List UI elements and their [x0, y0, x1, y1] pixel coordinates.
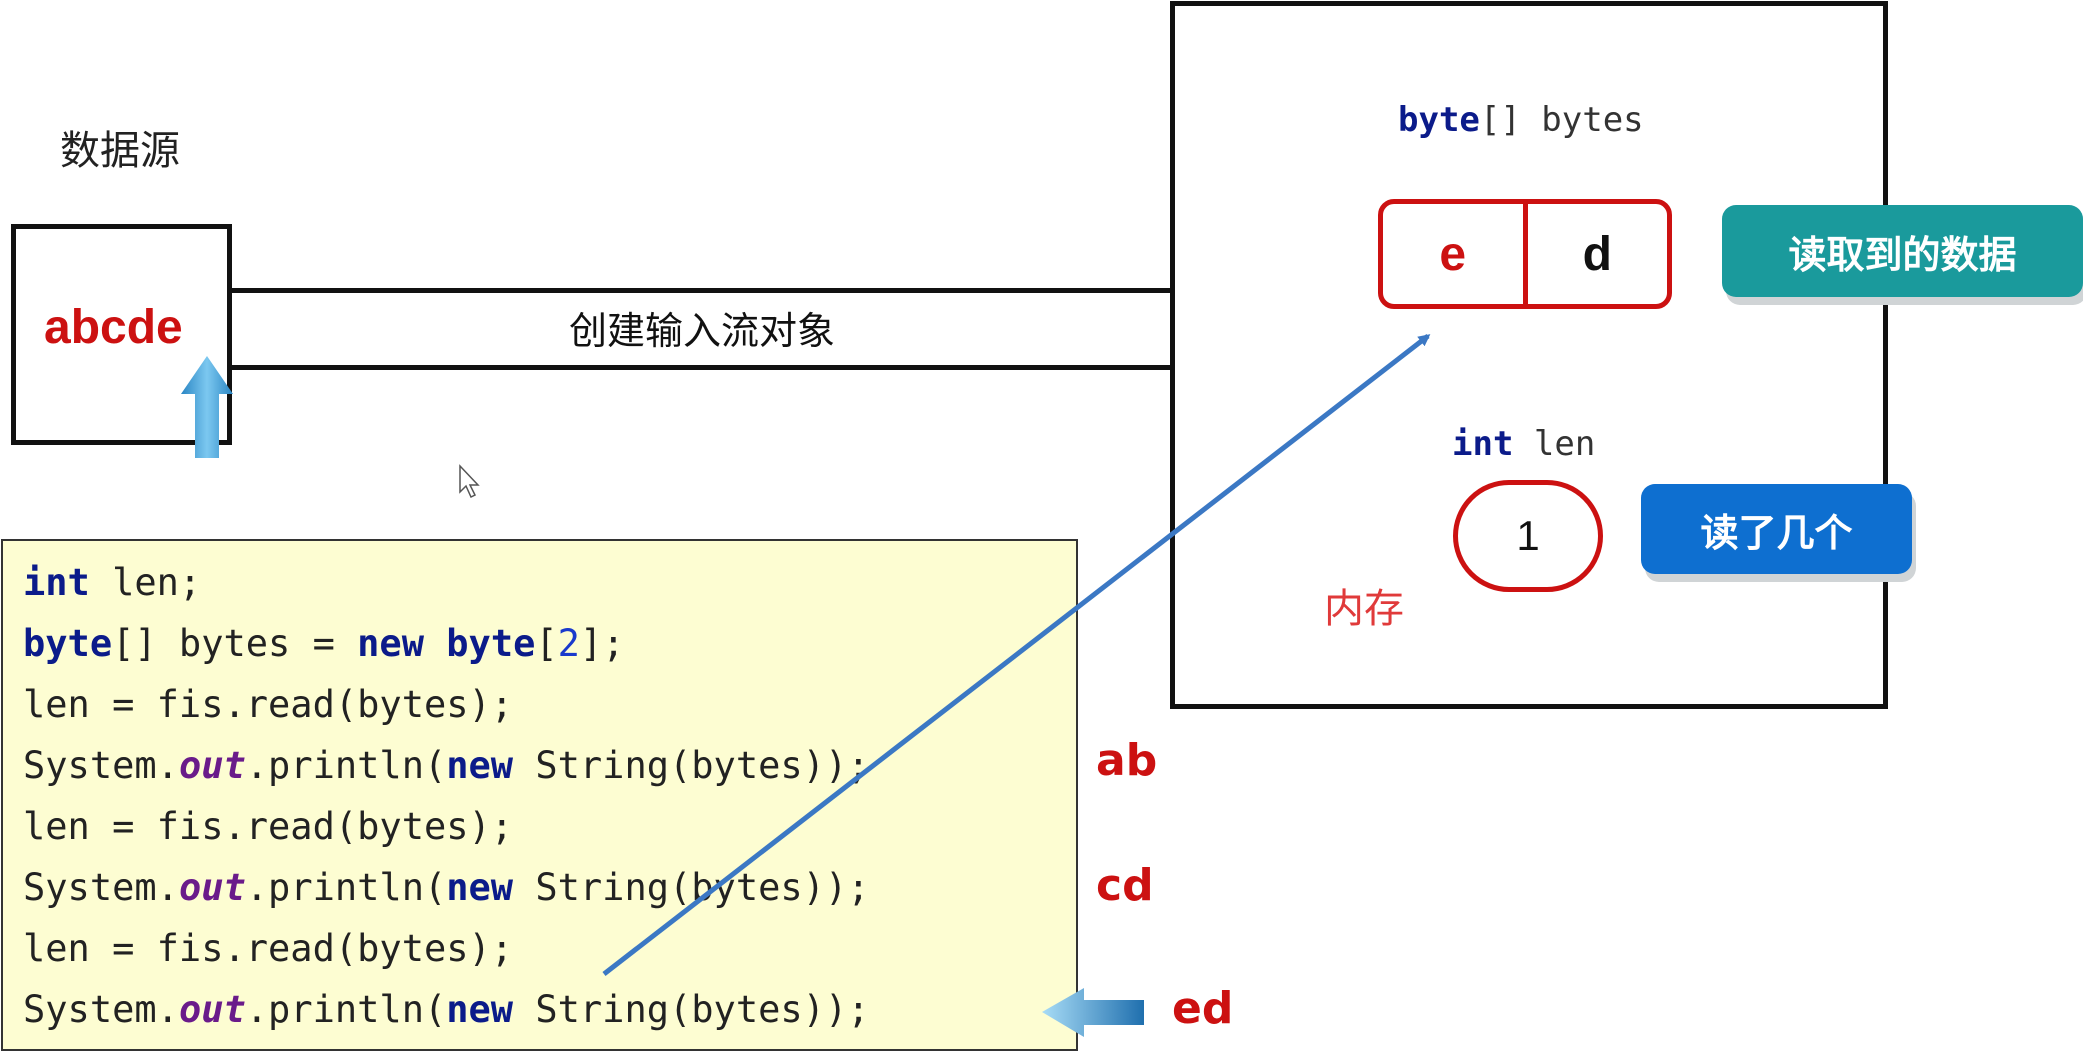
code-text: [	[535, 622, 558, 665]
code-line-3: len = fis.read(bytes);	[23, 683, 514, 726]
code-line-1: int len;	[23, 561, 201, 604]
byte-array: e d	[1378, 199, 1672, 309]
data-source-title: 数据源	[60, 128, 180, 174]
output-3: ed	[1172, 983, 1234, 1034]
code-text: .println(	[245, 744, 447, 787]
up-arrow-icon	[181, 356, 233, 458]
output-1: ab	[1096, 735, 1158, 786]
count-read-callout: 读了几个	[1641, 484, 1912, 574]
len-declaration: int len	[1452, 424, 1595, 464]
code-text: .println(	[245, 866, 447, 909]
keyword: new	[357, 622, 424, 665]
connector-line	[602, 334, 1431, 976]
code-line-4: System.out.println(new String(bytes));	[23, 744, 870, 787]
left-arrow-icon	[1042, 988, 1144, 1037]
static-field: out	[178, 744, 246, 787]
code-line-7: len = fis.read(bytes);	[23, 927, 514, 970]
code-text: len;	[89, 561, 202, 604]
bytes-type-keyword: byte	[1398, 100, 1480, 140]
code-text: System.	[23, 988, 179, 1031]
bytes-name: [] bytes	[1479, 100, 1644, 140]
code-line-8: System.out.println(new String(bytes));	[23, 988, 870, 1031]
code-text: .println(	[245, 988, 447, 1031]
code-line-5: len = fis.read(bytes);	[23, 805, 514, 848]
len-value: 1	[1453, 480, 1603, 592]
output-2: cd	[1096, 860, 1154, 911]
mouse-cursor-icon	[459, 464, 480, 499]
code-text: String(bytes));	[513, 866, 870, 909]
keyword: new	[446, 744, 514, 787]
byte-cell-0: e	[1439, 227, 1467, 281]
keyword: int	[23, 561, 90, 604]
code-text: [] bytes =	[112, 622, 358, 665]
code-text: String(bytes));	[513, 988, 870, 1031]
code-line-6: System.out.println(new String(bytes));	[23, 866, 870, 909]
code-text: System.	[23, 866, 179, 909]
number-literal: 2	[557, 622, 580, 665]
code-text: ];	[579, 622, 625, 665]
keyword: new	[446, 866, 514, 909]
bytes-array-declaration: byte[] bytes	[1398, 100, 1644, 140]
memory-label: 内存	[1324, 586, 1404, 632]
len-type-keyword: int	[1452, 424, 1514, 464]
len-name: len	[1513, 424, 1596, 464]
keyword: byte	[23, 622, 113, 665]
keyword: new	[446, 988, 514, 1031]
keyword: byte	[446, 622, 536, 665]
code-text: String(bytes));	[513, 744, 870, 787]
code-text: System.	[23, 744, 179, 787]
byte-cell-1: d	[1522, 204, 1668, 304]
input-stream-pipe	[232, 288, 1172, 370]
data-read-callout: 读取到的数据	[1722, 205, 2083, 297]
code-line-2: byte[] bytes = new byte[2];	[23, 622, 625, 665]
static-field: out	[178, 988, 246, 1031]
data-source-content: abcde	[44, 301, 183, 354]
code-panel: int len; byte[] bytes = new byte[2]; len…	[1, 539, 1078, 1051]
input-stream-label: 创建输入流对象	[568, 309, 835, 353]
static-field: out	[178, 866, 246, 909]
